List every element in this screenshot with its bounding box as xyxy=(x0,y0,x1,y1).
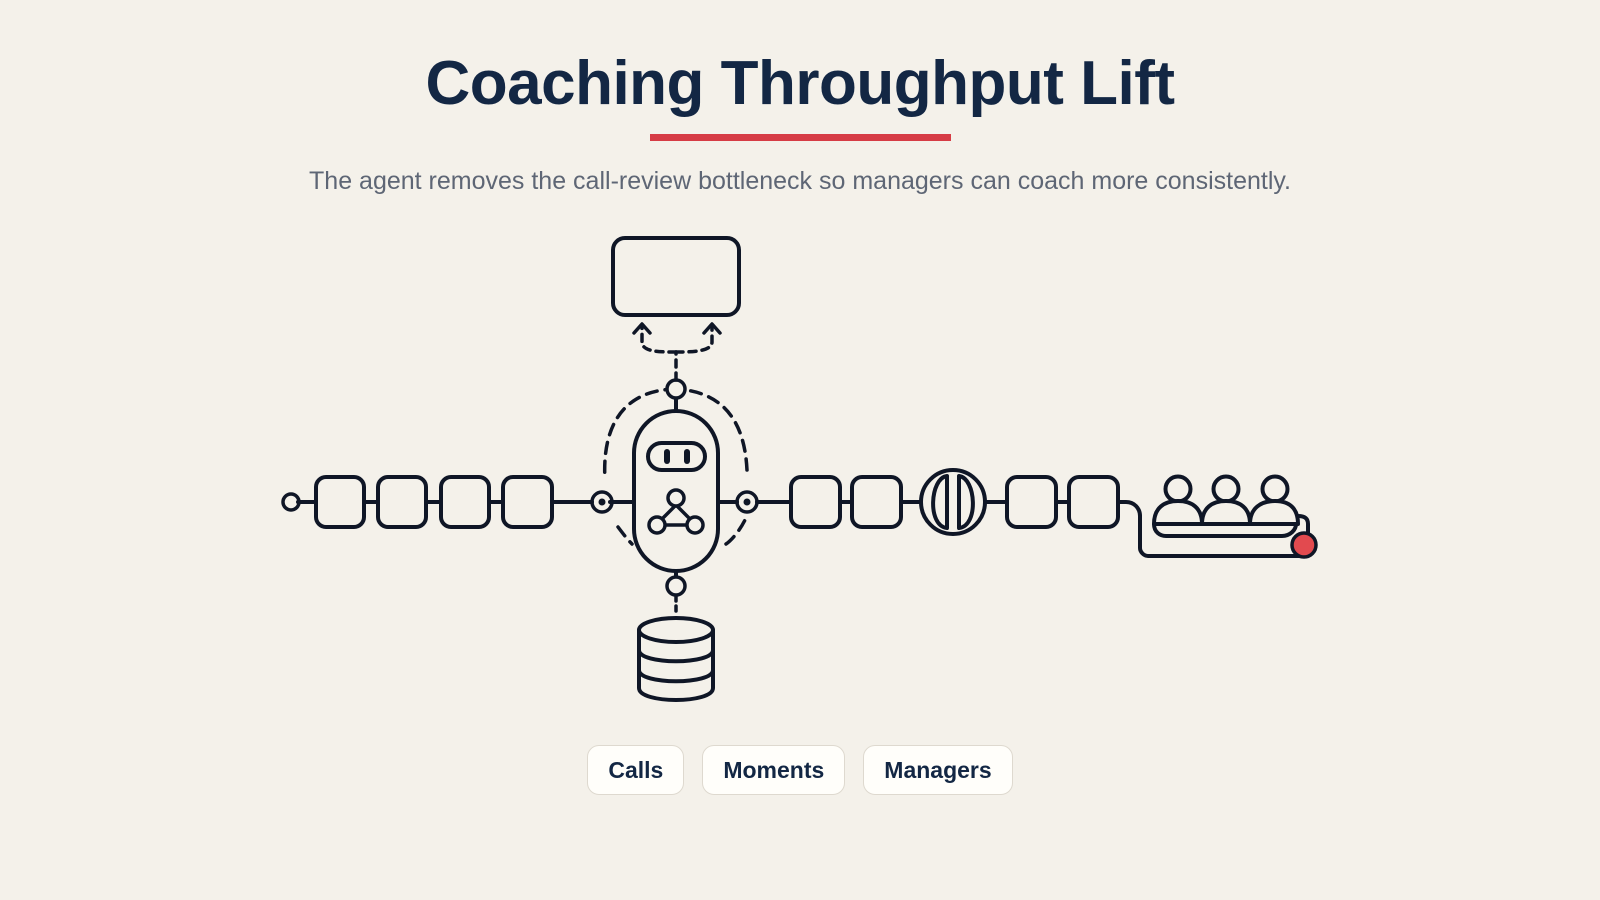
queue-box-moment-2 xyxy=(850,475,903,529)
filter-gate-icon xyxy=(919,468,987,536)
queue-box-call-3 xyxy=(439,475,491,529)
output-arrows-dashed xyxy=(640,324,714,382)
arrow-head-left xyxy=(632,322,652,335)
junction-node-left xyxy=(590,490,614,514)
title-underline xyxy=(650,134,951,141)
output-card xyxy=(611,236,741,317)
pipeline-start-node xyxy=(281,492,301,512)
chip-managers: Managers xyxy=(863,745,1013,795)
chip-moments: Moments xyxy=(702,745,846,795)
queue-box-moment-4 xyxy=(1067,475,1120,529)
arrow-head-right xyxy=(702,322,722,335)
people-group-icon xyxy=(1138,474,1310,558)
alert-dot xyxy=(1290,531,1318,559)
chip-calls: Calls xyxy=(587,745,685,795)
queue-box-call-1 xyxy=(314,475,366,529)
agent-top-node xyxy=(665,378,687,400)
pipeline-line-right xyxy=(755,500,1142,518)
queue-box-moment-1 xyxy=(789,475,842,529)
queue-box-call-2 xyxy=(376,475,428,529)
agent-orbit-dashed xyxy=(602,387,749,546)
queue-box-call-4 xyxy=(501,475,554,529)
agent-bottom-node xyxy=(665,575,687,597)
robot-icon xyxy=(632,409,720,573)
page-subtitle: The agent removes the call-review bottle… xyxy=(309,167,1291,195)
junction-node-right xyxy=(735,490,759,514)
database-icon xyxy=(637,616,715,702)
queue-box-moment-3 xyxy=(1005,475,1058,529)
legend-chips: Calls Moments Managers xyxy=(0,745,1600,795)
page-title: Coaching Throughput Lift xyxy=(425,49,1175,118)
